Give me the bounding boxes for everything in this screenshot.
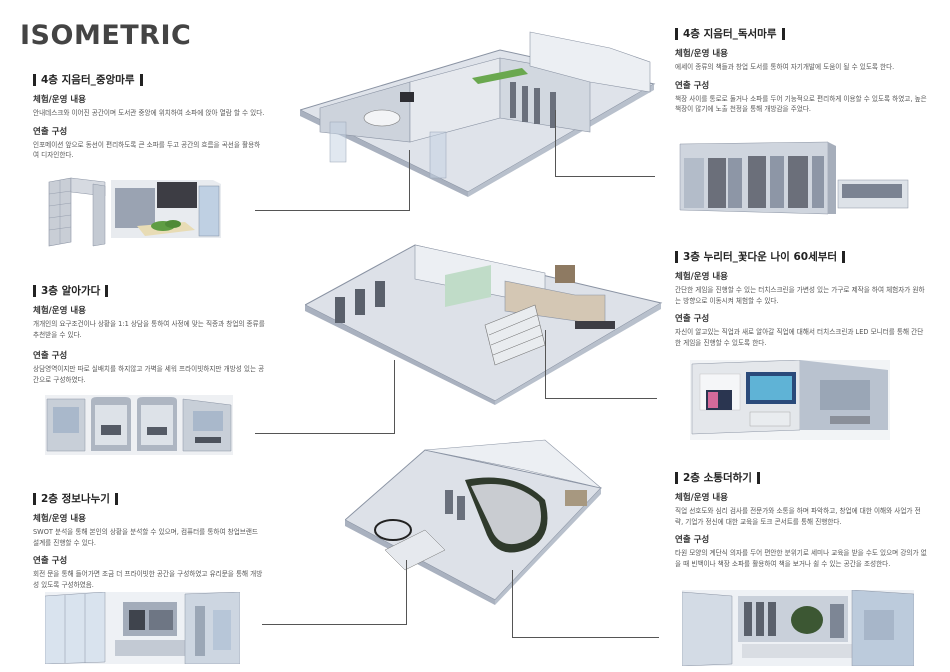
connector-line [406,560,407,625]
section-sub-content: 체험/운영 내용 [675,272,728,282]
section-text: 에세이 종류의 책들과 창업 도서를 통하여 자기개발에 도움이 될 수 있도록… [675,63,895,71]
section-4f-reading: 4층 지음터_독서마루 체험/운영 내용 에세이 종류의 책들과 창업 도서를 … [675,22,927,115]
section-sub-design: 연출 구성 [33,351,68,361]
connector-line [255,210,410,211]
section-text: 간단한 게임을 진행할 수 있는 터치스크린을 가변성 있는 가구로 제작을 하… [675,286,925,305]
section-2f-sharing: 2층 정보나누기 체험/운영 내용 SWOT 분석을 통해 본인의 상황을 분석… [33,487,265,590]
connector-line [545,398,657,399]
connector-line [555,176,655,177]
section-sub-content: 체험/운영 내용 [33,514,86,524]
section-title: 2층 정보나누기 [33,493,118,505]
section-sub-content: 체험/운영 내용 [675,493,728,503]
connector-line [512,637,659,638]
section-title: 3층 누리터_꽃다운 나이 60세부터 [675,251,846,263]
section-2f-communication: 2층 소통더하기 체험/운영 내용 직업 선호도와 심리 검사를 전문가와 소통… [675,466,927,569]
section-text: 회전 문을 통해 들어가면 조금 더 프라이빗한 공간을 구성하였고 유리문을 … [33,570,263,589]
section-text: 타원 모양의 계단식 의자를 두어 편안한 분위기로 세미나 교육을 받을 수도… [675,549,927,568]
render-4f-central [45,172,233,250]
section-text: 상담영역이지만 따로 실배치를 하지않고 가벽을 세워 프라이빗하지만 개방성 … [33,365,265,384]
connector-line [555,110,556,177]
render-2f-sharing [45,592,240,664]
connector-line [409,150,410,211]
section-sub-design: 연출 구성 [675,535,710,545]
render-4f-reading [678,140,913,216]
section-title: 3층 알아가다 [33,285,109,297]
render-3f-nuriter [690,360,890,440]
connector-line [394,360,395,434]
connector-line [262,624,407,625]
render-2f-communication [682,590,914,666]
connector-line [512,570,513,638]
page-title: ISOMETRIC [20,20,192,51]
isometric-floor-4 [300,22,660,197]
section-text: 직업 선호도와 심리 검사를 전문가와 소통을 하며 파악하고, 창업에 대한 … [675,507,921,526]
section-sub-design: 연출 구성 [675,80,710,91]
section-title: 4층 지음터_중앙마루 [33,74,143,86]
section-title: 4층 지음터_독서마루 [675,28,785,40]
section-sub-content: 체험/운영 내용 [675,49,728,59]
section-text: 자신이 알고있는 직업과 새로 알아갈 직업에 대해서 터치스크린과 LED 모… [675,328,924,347]
section-sub-design: 연출 구성 [33,556,68,566]
section-sub-design: 연출 구성 [33,126,68,137]
section-title: 2층 소통더하기 [675,472,760,484]
render-3f-counsel [45,395,233,455]
connector-line [545,330,546,399]
connector-line [255,433,395,434]
section-text: 인포메이션 앞으로 동선이 편리하도록 큰 소파를 두고 공간의 흐름을 곡선을… [33,140,261,160]
section-text: 책장 사이를 통로로 둘거나 소파를 두어 기능적으로 편리하게 이용할 수 있… [675,94,927,114]
isometric-floor-2 [345,430,605,605]
isometric-floor-3 [305,225,665,405]
section-text: 개개인의 요구조건이나 상황을 1:1 상담을 통하여 사정에 맞는 직종과 창… [33,320,265,339]
section-sub-design: 연출 구성 [675,314,710,324]
section-text: 안내데스크와 이어진 공간이며 도서관 중앙에 위치하여 소파에 앉아 열람 할… [33,109,265,117]
section-3f-knowing: 3층 알아가다 체험/운영 내용 개개인의 요구조건이나 상황을 1:1 상담을… [33,279,265,385]
section-sub-content: 체험/운영 내용 [33,306,86,316]
section-3f-nuriter: 3층 누리터_꽃다운 나이 60세부터 체험/운영 내용 간단한 게임을 진행할… [675,245,927,348]
section-4f-central: 4층 지음터_중앙마루 체험/운영 내용 안내데스크와 이어진 공간이며 도서관… [33,68,265,161]
section-sub-content: 체험/운영 내용 [33,95,86,105]
section-text: SWOT 분석을 통해 본인의 상황을 분석할 수 있으며, 컴퓨터를 통하여 … [33,528,258,547]
